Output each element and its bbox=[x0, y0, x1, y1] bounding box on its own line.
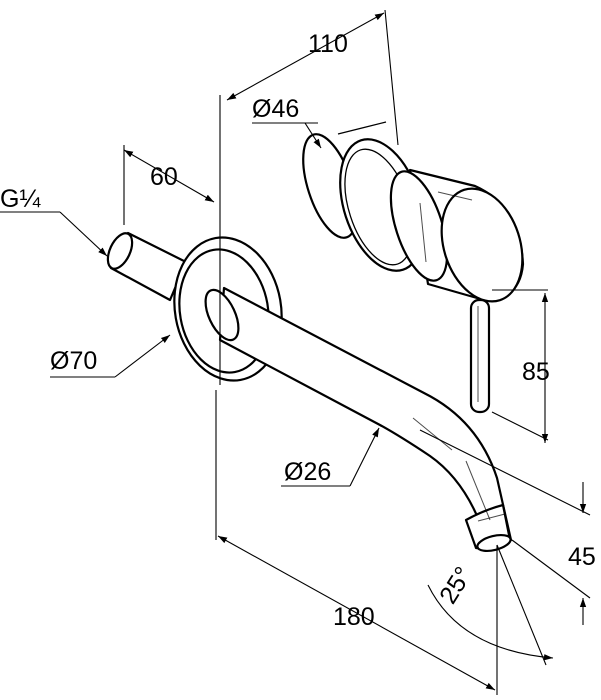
dimension-lines bbox=[0, 9, 591, 695]
dimension-label-diameter-70: Ø70 bbox=[50, 347, 97, 375]
dimension-label-diameter-46: Ø46 bbox=[252, 95, 299, 123]
dimension-label-thread: G¼ bbox=[0, 185, 41, 213]
dimension-label-180: 180 bbox=[333, 603, 375, 631]
dimension-label-110: 110 bbox=[308, 30, 348, 58]
mixer-body bbox=[302, 121, 525, 414]
spout-assembly bbox=[106, 231, 513, 553]
dimension-label-45: 45 bbox=[568, 543, 596, 571]
dimension-label-85: 85 bbox=[522, 358, 550, 386]
dimension-label-60: 60 bbox=[150, 163, 178, 191]
dimension-label-angle-25: 25° bbox=[434, 562, 478, 609]
dimension-label-diameter-26: Ø26 bbox=[284, 458, 331, 486]
